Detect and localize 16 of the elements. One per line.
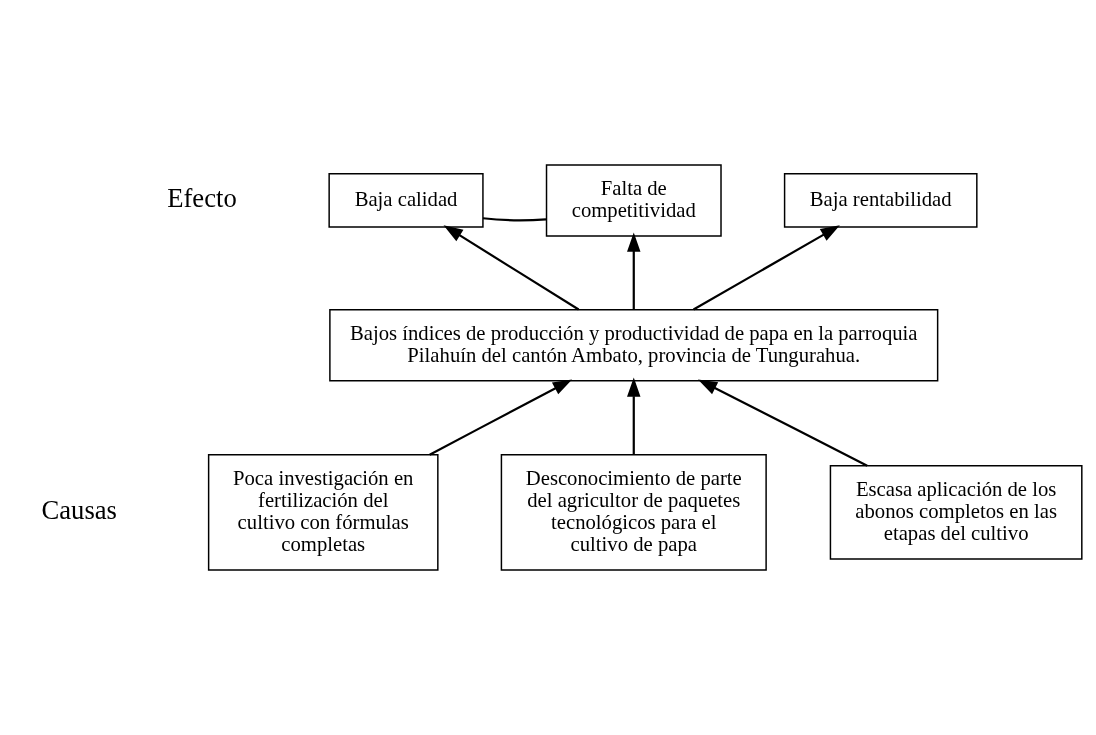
label: Causas [41,494,117,525]
arrow [693,225,840,311]
node-box: Baja calidad [328,173,484,228]
connector [482,217,547,222]
arrow [627,232,641,310]
node-box: Baja rentabilidad [783,173,978,228]
node-box: Falta de competitividad [545,164,722,237]
node-box: Poca investigación en fertilización del cultivo con fórmulas completas [207,454,439,571]
arrow [627,377,641,455]
arrow [697,379,868,467]
node-box: Bajos índices de producción y productividad de papa en la parroquia Pilahuín del cantón Ambato, provincia de Tungurahua. [329,309,939,382]
arrow [429,379,573,456]
node-box: Desconocimiento de parte del agricultor de paquetes tecnológicos para el cultivo de papa [500,454,767,571]
node-box: Escasa aplicación de los abonos completos en las etapas del cultivo [829,465,1083,560]
label: Efecto [167,182,237,213]
arrow [443,225,580,311]
